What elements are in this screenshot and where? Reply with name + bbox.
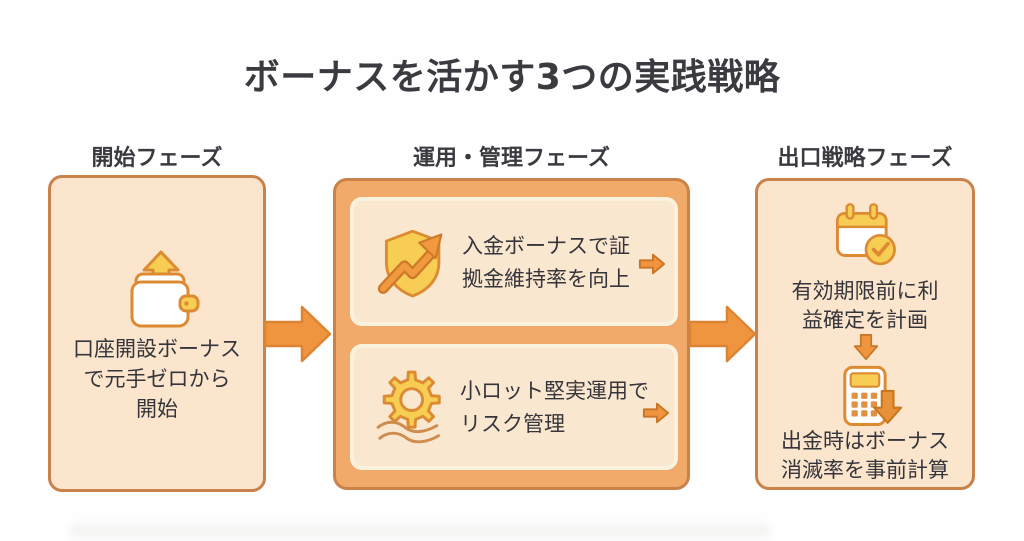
flow-arrow-right-icon <box>263 305 332 363</box>
shield-trend-icon <box>370 223 452 305</box>
item-arrow-right-icon <box>642 402 670 424</box>
wallet-bonus-icon <box>110 240 210 340</box>
item-arrow-right-icon <box>638 253 666 275</box>
gear-waves-icon <box>368 366 452 450</box>
start-phase-text: 口座開設ボーナス で元手ゼロから 開始 <box>73 337 241 421</box>
phase-header-start: 開始フェーズ <box>91 146 223 171</box>
calendar-check-icon <box>824 195 908 279</box>
manage-phase-card: 入金ボーナスで証 拠金維持率を向上 小ロット堅実運用で リスク管理 <box>333 178 690 490</box>
calculator-down-icon <box>828 359 912 443</box>
manage-item-text: 入金ボーナスで証 拠金維持率を向上 <box>462 234 630 291</box>
start-phase-card: 口座開設ボーナス で元手ゼロから 開始 <box>48 175 266 492</box>
manage-item-text: 小ロット堅実運用で リスク管理 <box>460 379 649 436</box>
page-title: ボーナスを活かす3つの実践戦略 <box>243 57 781 98</box>
step-arrow-down-icon <box>853 334 879 360</box>
flow-arrow-right-icon <box>688 305 757 363</box>
phase-header-exit: 出口戦略フェーズ <box>777 146 953 171</box>
manage-item-deposit-bonus: 入金ボーナスで証 拠金維持率を向上 <box>350 197 678 326</box>
exit-item-text: 出金時はボーナス 消滅率を事前計算 <box>781 429 949 482</box>
exit-item-text: 有効期限前に利 益確定を計画 <box>791 279 939 332</box>
exit-phase-card: 有効期限前に利 益確定を計画 出金時はボーナス 消滅率を事前計算 <box>755 178 975 490</box>
manage-item-small-lot: 小ロット堅実運用で リスク管理 <box>350 344 678 470</box>
cutoff-content-artifact <box>70 523 770 538</box>
phase-header-manage: 運用・管理フェーズ <box>413 146 610 171</box>
